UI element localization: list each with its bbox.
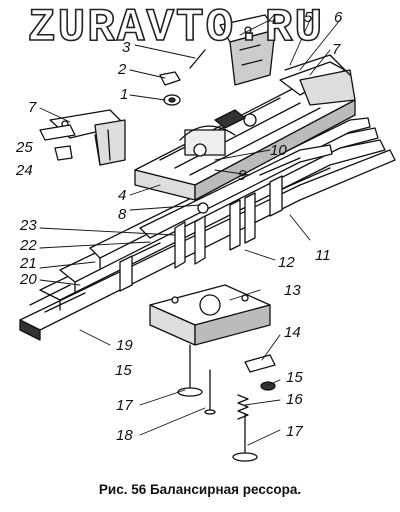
label-17-left: 17 (116, 397, 133, 414)
label-5: 5 (304, 9, 313, 26)
label-21: 21 (20, 255, 37, 272)
label-16: 16 (286, 391, 303, 408)
label-7-right: 7 (332, 41, 341, 58)
label-6-top: 6 (334, 9, 343, 26)
label-24: 24 (16, 162, 33, 179)
label-19: 19 (116, 337, 133, 354)
label-18: 18 (116, 427, 133, 444)
label-11: 11 (315, 247, 331, 264)
label-4-top: 4 (268, 11, 277, 28)
bolt-nut-washer (159, 49, 206, 106)
watermark-text: ZURAVTO.RU (27, 1, 325, 55)
balancer-bracket (134, 84, 356, 201)
label-12: 12 (278, 254, 295, 271)
label-25: 25 (16, 139, 33, 156)
label-23: 23 (20, 217, 37, 234)
label-9: 9 (238, 167, 247, 184)
label-15-left: 15 (115, 362, 132, 379)
figure-caption: Рис. 56 Балансирная рессора. (98, 482, 302, 497)
label-1: 1 (120, 86, 129, 103)
label-7-left: 7 (28, 99, 37, 116)
leader-lines (39, 19, 341, 446)
label-22: 22 (20, 237, 37, 254)
label-8: 8 (118, 206, 127, 223)
right-bracket (279, 54, 356, 106)
label-17-right: 17 (286, 423, 303, 440)
plate-and-nut-left (39, 124, 76, 161)
label-4-bottom: 4 (118, 187, 127, 204)
label-3: 3 (122, 39, 131, 56)
label-10: 10 (270, 142, 287, 159)
label-20: 20 (20, 271, 37, 288)
label-2: 2 (118, 61, 127, 78)
spring-clamps (119, 175, 283, 292)
balancer-seat (149, 284, 271, 346)
leaf-spring-stack (19, 117, 396, 341)
top-bracket (219, 14, 276, 86)
label-15-right: 15 (286, 369, 303, 386)
label-14: 14 (284, 324, 301, 341)
label-13: 13 (284, 282, 301, 299)
plate-and-nut-right (244, 354, 276, 391)
